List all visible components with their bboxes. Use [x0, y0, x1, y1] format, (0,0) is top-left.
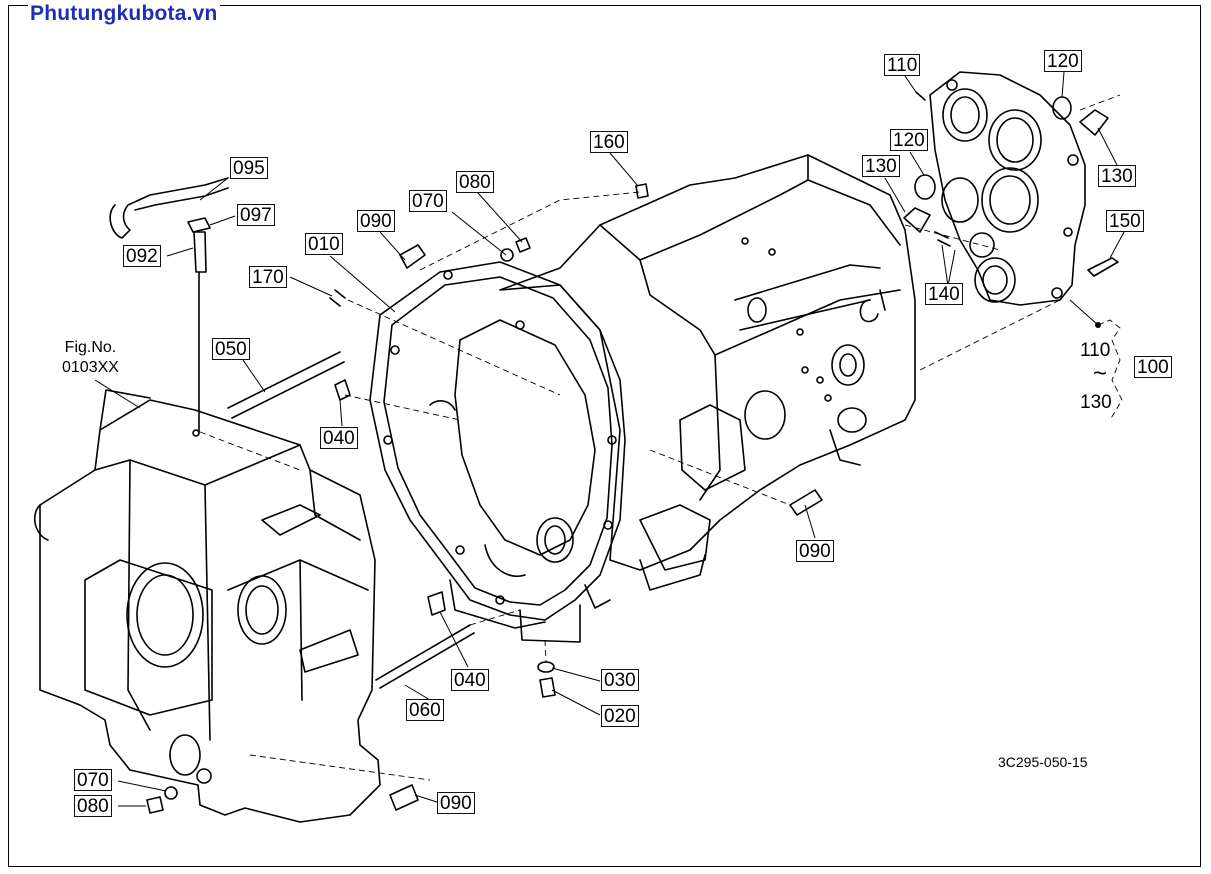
bushing-130-mid [903, 207, 931, 233]
washer-070-top [500, 248, 514, 262]
callout-010[interactable]: 010 [305, 233, 343, 255]
range-to-label: 130 [1080, 392, 1112, 413]
bolt-090-bottom [389, 784, 419, 811]
callout-080-bottom[interactable]: 080 [74, 795, 112, 817]
callout-100[interactable]: 100 [1134, 356, 1172, 378]
clamp-097 [187, 217, 211, 233]
callout-040-bottom[interactable]: 040 [451, 669, 489, 691]
callout-092[interactable]: 092 [123, 245, 161, 267]
site-title[interactable]: Phutungkubota.vn [28, 2, 220, 26]
seal-120-top [1052, 96, 1072, 120]
callout-090-bottom[interactable]: 090 [437, 792, 475, 814]
drawing-code: 3C295-050-15 [998, 754, 1088, 770]
stud-060 [375, 624, 475, 689]
range-tilde: ~ [1093, 360, 1108, 387]
washer-030 [537, 661, 555, 673]
drawing-frame [8, 5, 1201, 867]
leader-lines [94, 71, 1125, 807]
callout-170[interactable]: 170 [249, 266, 287, 288]
callout-060[interactable]: 060 [406, 699, 444, 721]
nut-080-top [515, 237, 531, 253]
figure-reference-line2: 0103XX [62, 359, 119, 376]
front-housing [33, 389, 381, 823]
pin-040-bottom [427, 591, 446, 616]
bushing-130-right [1079, 109, 1109, 136]
callout-020[interactable]: 020 [601, 705, 639, 727]
plug-110 [915, 91, 926, 101]
range-dot [1095, 322, 1101, 328]
center-lines [199, 94, 1123, 781]
bolt-090-mid [789, 489, 823, 516]
callout-120-top[interactable]: 120 [1044, 50, 1082, 72]
callout-130-right[interactable]: 130 [1098, 165, 1136, 187]
bell-housing [369, 261, 626, 643]
callout-140[interactable]: 140 [925, 283, 963, 305]
plug-160 [635, 183, 649, 199]
callout-120-mid[interactable]: 120 [890, 129, 928, 151]
stud-050 [227, 351, 345, 419]
callout-097[interactable]: 097 [237, 204, 275, 226]
callout-090-mid[interactable]: 090 [796, 540, 834, 562]
callout-030[interactable]: 030 [601, 669, 639, 691]
callout-090-top[interactable]: 090 [357, 210, 395, 232]
bolt-090-top [399, 244, 426, 269]
callout-110-top[interactable]: 110 [884, 54, 921, 76]
plug-170 [329, 289, 346, 307]
range-from-label: 110 [1080, 340, 1111, 361]
callout-150[interactable]: 150 [1106, 210, 1144, 232]
figure-reference: Fig.No. 0103XX [62, 338, 119, 378]
rear-cover [929, 71, 1086, 306]
callout-050[interactable]: 050 [212, 338, 250, 360]
callout-040-top[interactable]: 040 [320, 427, 358, 449]
callout-070-top[interactable]: 070 [409, 190, 447, 212]
washer-070-bottom [164, 786, 178, 800]
plug-020 [539, 677, 556, 698]
pin-040-top [334, 379, 351, 401]
fitting-092 [193, 231, 207, 273]
callout-130-mid[interactable]: 130 [862, 155, 900, 177]
bolt-150 [1087, 257, 1119, 277]
callout-070-bottom[interactable]: 070 [74, 769, 112, 791]
figure-reference-line1: Fig.No. [64, 339, 117, 356]
seal-120-mid [914, 174, 936, 200]
nut-080-bottom [146, 796, 164, 814]
transmission-case [499, 154, 916, 609]
callout-095[interactable]: 095 [230, 157, 268, 179]
callout-080-top[interactable]: 080 [456, 171, 494, 193]
callout-160[interactable]: 160 [590, 131, 628, 153]
pins-140 [934, 231, 951, 247]
hose-095 [109, 177, 229, 239]
